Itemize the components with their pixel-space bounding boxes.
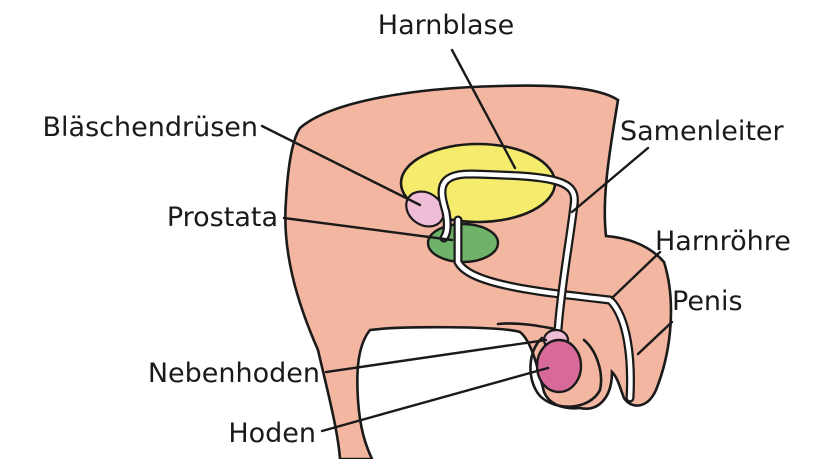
label-blaeschendruesen: Bläschendrüsen bbox=[43, 112, 258, 143]
label-penis: Penis bbox=[672, 286, 743, 317]
testis bbox=[537, 340, 581, 392]
label-prostata: Prostata bbox=[167, 202, 278, 233]
label-samenleiter: Samenleiter bbox=[620, 116, 785, 147]
label-harnroehre: Harnröhre bbox=[655, 226, 791, 257]
label-nebenhoden: Nebenhoden bbox=[148, 358, 320, 389]
prostate bbox=[428, 224, 498, 262]
label-hoden: Hoden bbox=[228, 418, 316, 449]
label-harnblase: Harnblase bbox=[378, 10, 514, 41]
